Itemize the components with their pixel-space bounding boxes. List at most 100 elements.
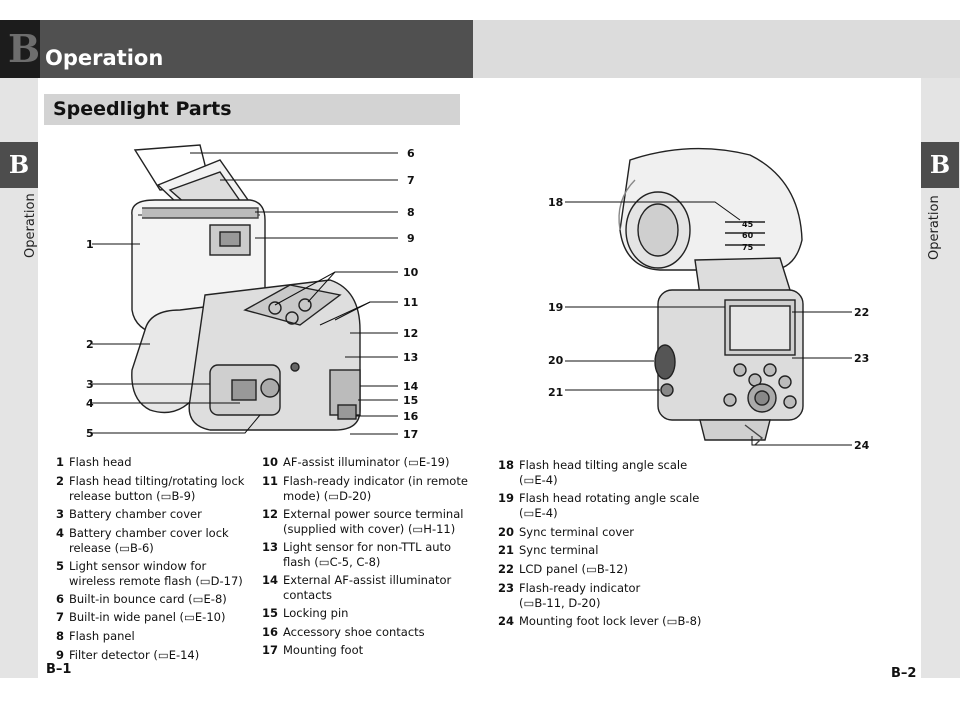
- part-item: 12 External power source terminal (suppl…: [262, 507, 472, 538]
- part-label: AF-assist illuminator (▭E-19): [283, 455, 450, 469]
- part-item: 1 Flash head: [48, 455, 258, 471]
- part-item: 10 AF-assist illuminator (▭E-19): [262, 455, 472, 471]
- callout-2: 2: [86, 338, 94, 351]
- part-label: Built-in bounce card (▭E-8): [69, 592, 227, 606]
- section-title: Speedlight Parts: [53, 98, 232, 120]
- callout-20: 20: [548, 354, 564, 367]
- part-number: 15: [262, 606, 279, 620]
- part-item: 13 Light sensor for non-TTL auto flash (…: [262, 540, 472, 571]
- part-item: 5 Light sensor window for wireless remot…: [48, 559, 258, 590]
- part-label: Flash head tilting/rotating lock: [69, 474, 245, 488]
- part-item: 21 Sync terminal: [498, 543, 718, 559]
- part-label: Battery chamber cover: [69, 507, 202, 521]
- part-number: 6: [55, 592, 64, 606]
- callout-5: 5: [86, 427, 94, 440]
- part-item: 20 Sync terminal cover: [498, 525, 718, 541]
- header-bar-left: [0, 20, 473, 78]
- part-label-line2: (▭E-4): [519, 506, 558, 520]
- left-side-label: Operation: [23, 193, 38, 258]
- part-item: 24 Mounting foot lock lever (▭B-8): [498, 614, 718, 630]
- part-item: 17 Mounting foot: [262, 643, 472, 659]
- part-number: 4: [55, 526, 64, 540]
- callout-11: 11: [403, 296, 419, 309]
- part-item: 18 Flash head tilting angle scale (▭E-4): [498, 458, 718, 489]
- part-number: 14: [262, 573, 279, 587]
- part-item: 8 Flash panel: [48, 629, 258, 645]
- part-number: 21: [498, 543, 515, 557]
- part-number: 7: [55, 610, 64, 624]
- part-label: External power source terminal: [283, 507, 464, 521]
- chapter-letter: B: [8, 26, 41, 71]
- callout-6: 6: [407, 147, 415, 160]
- part-label: Accessory shoe contacts: [283, 625, 425, 639]
- left-side-tab: B: [0, 142, 38, 188]
- part-label: Mounting foot lock lever (▭B-8): [519, 614, 702, 628]
- part-number: 22: [498, 562, 515, 576]
- part-item: 6 Built-in bounce card (▭E-8): [48, 592, 258, 608]
- page-number-right: B–2: [891, 666, 917, 681]
- part-number: 19: [498, 491, 515, 505]
- part-number: 1: [55, 455, 64, 469]
- part-label: Light sensor for non-TTL auto: [283, 540, 452, 554]
- callout-22: 22: [854, 306, 870, 319]
- callout-21: 21: [548, 386, 564, 399]
- part-label: Flash-ready indicator (in remote: [283, 474, 468, 488]
- part-label: Flash head tilting angle scale: [519, 458, 688, 472]
- callout-19: 19: [548, 301, 564, 314]
- callout-15: 15: [403, 394, 419, 407]
- part-label: Flash panel: [69, 629, 135, 643]
- right-side-label: Operation: [927, 195, 942, 260]
- part-label: Flash head rotating angle scale: [519, 491, 700, 505]
- part-label-line2: (▭B-11, D-20): [519, 596, 601, 610]
- part-label: External AF-assist illuminator: [283, 573, 452, 587]
- part-label: Sync terminal cover: [519, 525, 635, 539]
- part-label: Built-in wide panel (▭E-10): [69, 610, 226, 624]
- part-number: 17: [262, 643, 279, 657]
- callout-8: 8: [407, 206, 415, 219]
- callout-13: 13: [403, 351, 419, 364]
- chapter-title: Operation: [45, 46, 164, 70]
- part-number: 3: [55, 507, 64, 521]
- callout-4: 4: [86, 397, 94, 410]
- part-label-line2: (supplied with cover) (▭H-11): [283, 522, 456, 536]
- callout-16: 16: [403, 410, 419, 423]
- part-number: 10: [262, 455, 279, 469]
- part-label: Light sensor window for: [69, 559, 207, 573]
- part-label-line2: wireless remote flash (▭D-17): [69, 574, 243, 588]
- part-label: Flash-ready indicator: [519, 581, 641, 595]
- part-item: 7 Built-in wide panel (▭E-10): [48, 610, 258, 626]
- part-label-line2: release (▭B-6): [69, 541, 154, 555]
- callout-10: 10: [403, 266, 419, 279]
- callout-9: 9: [407, 232, 415, 245]
- page-number-left: B–1: [46, 662, 72, 677]
- callout-3: 3: [86, 378, 94, 391]
- part-number: 20: [498, 525, 515, 539]
- callout-24: 24: [854, 439, 870, 452]
- part-number: 2: [55, 474, 64, 488]
- part-number: 12: [262, 507, 279, 521]
- part-label: Battery chamber cover lock: [69, 526, 229, 540]
- part-label-line2: (▭E-4): [519, 473, 558, 487]
- part-number: 5: [55, 559, 64, 573]
- part-number: 9: [55, 648, 64, 662]
- part-number: 24: [498, 614, 515, 628]
- part-label: Mounting foot: [283, 643, 364, 657]
- part-label: Flash head: [69, 455, 132, 469]
- part-item: 4 Battery chamber cover lock release (▭B…: [48, 526, 258, 557]
- part-number: 16: [262, 625, 279, 639]
- callout-7: 7: [407, 174, 415, 187]
- header-bar-right: [473, 20, 960, 78]
- part-item: 2 Flash head tilting/rotating lock relea…: [48, 474, 258, 505]
- scale-mark-75: 75: [742, 243, 754, 252]
- part-item: 23 Flash-ready indicator (▭B-11, D-20): [498, 581, 718, 612]
- speedlight-front-illustration: [92, 144, 398, 435]
- part-label-line2: mode) (▭D-20): [283, 489, 372, 503]
- part-item: 14 External AF-assist illuminator contac…: [262, 573, 472, 604]
- part-number: 23: [498, 581, 515, 595]
- part-item: 3 Battery chamber cover: [48, 507, 258, 523]
- part-label-line2: contacts: [283, 588, 333, 602]
- part-number: 11: [262, 474, 279, 488]
- callout-17: 17: [403, 428, 419, 441]
- part-label: LCD panel (▭B-12): [519, 562, 629, 576]
- part-item: 22 LCD panel (▭B-12): [498, 562, 718, 578]
